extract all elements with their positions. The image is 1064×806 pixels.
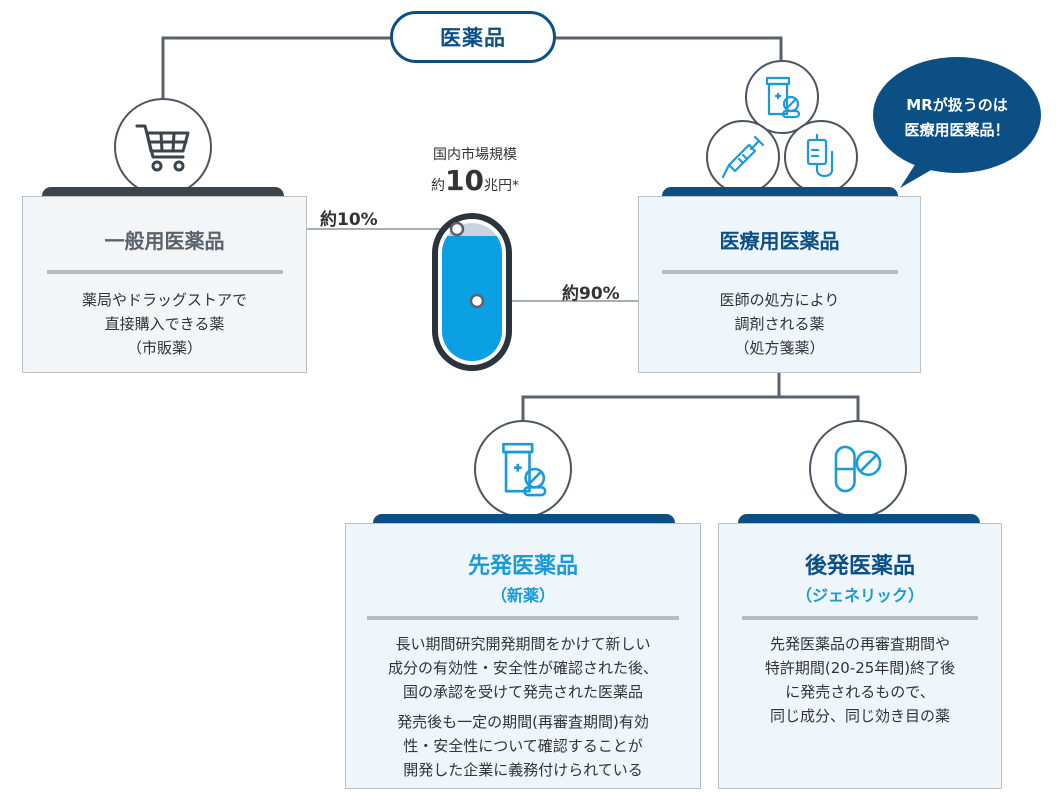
otc-line: 薬局やドラッグストアで (81, 291, 247, 309)
medicine-bottle-pills-icon (474, 420, 572, 518)
otc-share: 約10% (320, 210, 378, 230)
otc-description: 薬局やドラッグストアで 直接購入できる薬 （市販薬） (23, 288, 306, 360)
brand-box: 先発医薬品 （新薬） 長い期間研究開発期間をかけて新しい 成分の有効性・安全性が… (345, 523, 701, 789)
market-capsule (432, 213, 512, 371)
brand-heading: 先発医薬品 (467, 554, 578, 579)
rx-line: （処方箋薬） (734, 339, 825, 357)
rx-share: 約90% (562, 284, 620, 304)
generic-divider (742, 616, 978, 620)
otc-line: 直接購入できる薬 (104, 315, 225, 333)
market-prefix: 約 (431, 178, 446, 194)
otc-line: （市販薬） (126, 339, 202, 357)
brand-line: 発売後も一定の期間(再審査期間)有効 (397, 713, 649, 731)
otc-box: 一般用医薬品 薬局やドラッグストアで 直接購入できる薬 （市販薬） (22, 196, 307, 373)
generic-box: 後発医薬品 （ジェネリック） 先発医薬品の再審査期間や 特許期間(20-25年間… (718, 523, 1002, 789)
generic-heading: 後発医薬品 (804, 554, 915, 579)
generic-line: に発売されるもので、 (785, 683, 935, 701)
rx-heading: 医療用医薬品 (719, 229, 840, 253)
bubble-line-1: MRが扱うのは (906, 96, 1008, 114)
iv-drip-icon (784, 120, 858, 194)
brand-line: 国の承認を受けて発売された医薬品 (402, 683, 643, 701)
generic-line: 特許期間(20-25年間)終了後 (764, 659, 956, 677)
rx-description: 医師の処方により 調剤される薬 （処方箋薬） (639, 288, 920, 360)
rx-line: 医師の処方により (719, 291, 840, 309)
generic-description: 先発医薬品の再審査期間や 特許期間(20-25年間)終了後 に発売されるもので、… (719, 632, 1001, 728)
brand-line: 成分の有効性・安全性が確認された後、 (387, 659, 658, 677)
generic-line: 同じ成分、同じ効き目の薬 (769, 707, 950, 725)
brand-line: 長い期間研究開発期間をかけて新しい (395, 635, 651, 653)
rx-box: 医療用医薬品 医師の処方により 調剤される薬 （処方箋薬） (638, 196, 921, 373)
syringe-icon (706, 120, 780, 194)
speech-bubble-text: MRが扱うのは 医療用医薬品！ (882, 93, 1032, 143)
shopping-cart-icon (114, 98, 212, 196)
brand-description: 長い期間研究開発期間をかけて新しい 成分の有効性・安全性が確認された後、 国の承… (346, 632, 700, 782)
brand-divider (367, 616, 679, 620)
capsule-tablet-icon (809, 420, 907, 518)
market-value: 約10兆円* (405, 164, 545, 197)
market-number: 10 (445, 164, 484, 197)
brand-subheading: （新薬） (490, 586, 555, 605)
bubble-line-2: 医療用医薬品！ (904, 121, 1010, 139)
page-title: 医薬品 (390, 11, 556, 63)
market-label: 国内市場規模 (433, 147, 517, 163)
brand-line: 性・安全性について確認することが (403, 737, 643, 755)
generic-subheading: （ジェネリック） (795, 586, 924, 605)
rx-line: 調剤される薬 (734, 315, 825, 333)
speech-bubble (873, 57, 1041, 188)
market-unit: 兆円* (483, 178, 519, 194)
rx-divider (661, 270, 898, 274)
otc-heading: 一般用医薬品 (104, 229, 225, 253)
brand-line: 開発した企業に義務付けられている (403, 761, 643, 779)
otc-divider (46, 270, 283, 274)
generic-line: 先発医薬品の再審査期間や (769, 635, 950, 653)
